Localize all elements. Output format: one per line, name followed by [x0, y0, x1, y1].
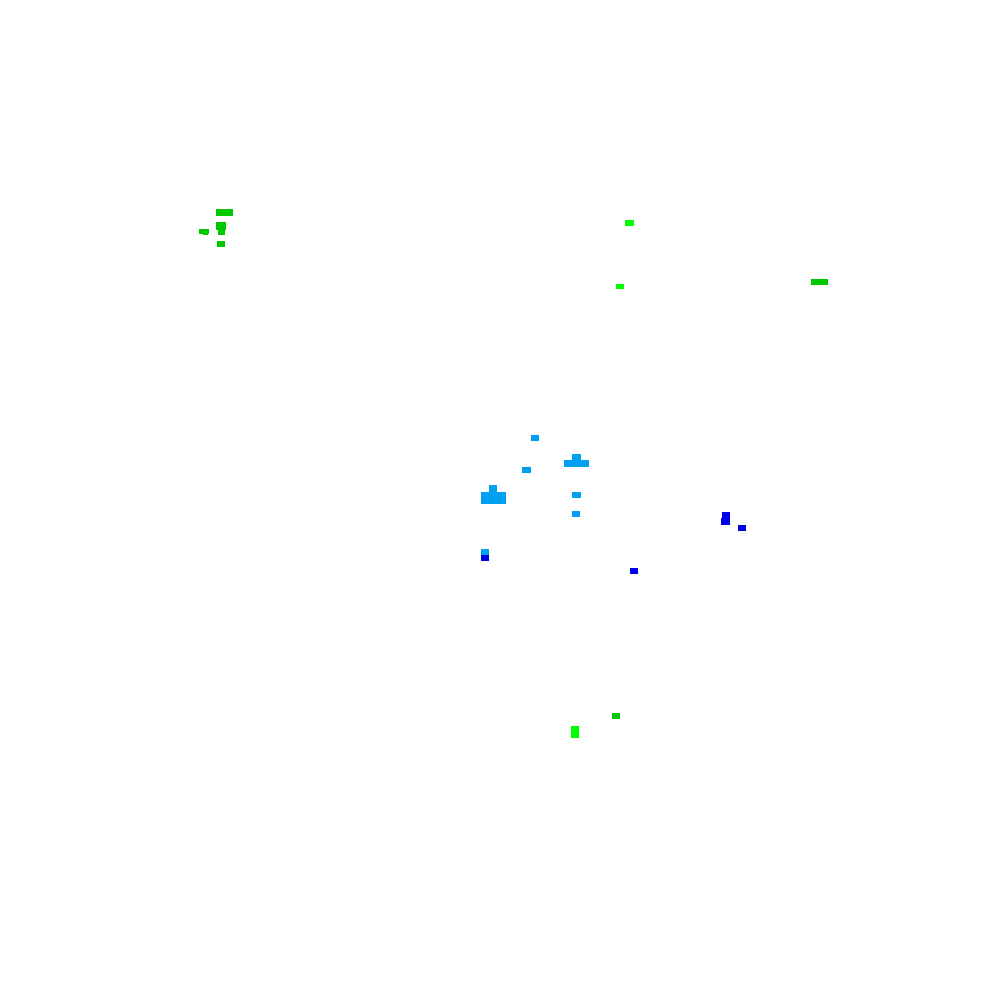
bright-green-blob-group — [571, 220, 634, 738]
light-blue-pixel-blob — [564, 460, 589, 467]
light-blue-pixel-blob — [489, 485, 497, 492]
light-blue-pixel-blob — [531, 435, 539, 441]
dark-green-pixel-blob — [612, 713, 620, 719]
dark-green-pixel-blob — [203, 233, 208, 235]
blue-pixel-blob — [738, 525, 746, 531]
light-blue-pixel-blob — [572, 454, 581, 460]
blue-pixel-blob — [721, 518, 730, 525]
light-blue-pixel-blob — [572, 511, 580, 517]
blue-pixel-blob — [722, 512, 730, 518]
blue-pixel-blob — [630, 568, 638, 574]
light-blue-pixel-blob — [481, 492, 506, 504]
blue-pixel-blob — [481, 555, 489, 561]
bright-green-pixel-blob — [616, 284, 624, 289]
bright-green-pixel-blob — [625, 220, 634, 226]
dark-green-pixel-blob — [811, 279, 828, 285]
dark-green-pixel-blob — [199, 229, 209, 234]
light-blue-blob-group — [481, 435, 589, 555]
dark-green-blob-group — [199, 209, 828, 719]
light-blue-pixel-blob — [481, 549, 489, 555]
dark-green-pixel-blob — [216, 222, 226, 230]
dark-green-pixel-blob — [216, 209, 233, 216]
dark-green-pixel-blob — [218, 230, 225, 235]
blue-blob-group — [481, 512, 746, 574]
light-blue-pixel-blob — [572, 492, 581, 498]
bright-green-pixel-blob — [571, 726, 579, 738]
dark-green-pixel-blob — [217, 241, 225, 247]
light-blue-pixel-blob — [522, 467, 531, 473]
